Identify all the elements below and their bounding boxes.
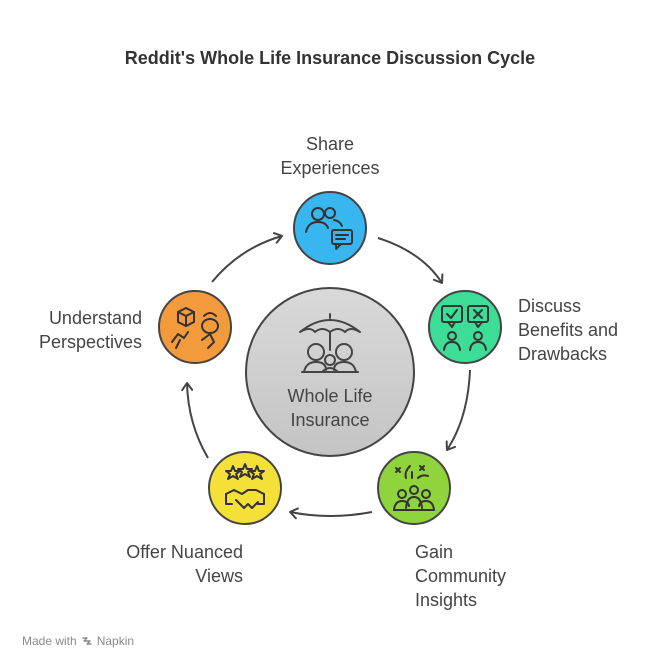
center-label: Whole Life Insurance [287, 386, 373, 430]
label-offer-views: Offer Nuanced Views [126, 542, 243, 586]
node-discuss [428, 290, 502, 364]
node-offer-views [208, 451, 282, 525]
node-understand-perspectives [158, 290, 232, 364]
napkin-logo-icon [82, 637, 92, 645]
arrow-gain-to-offer [289, 507, 373, 520]
node-share-experiences [293, 191, 367, 265]
label-discuss: Discuss Benefits and Drawbacks [518, 296, 619, 364]
arrow-discuss-to-gain [445, 369, 471, 451]
label-share-experiences: Share Experiences [280, 134, 380, 178]
label-understand-perspectives: Understand Perspectives [38, 308, 142, 352]
perspective-heads-icon [171, 307, 219, 349]
people-chat-icon [305, 207, 353, 250]
made-with-text: Made with [22, 634, 77, 648]
node-gain-insights [377, 451, 451, 525]
community-insight-icon [393, 465, 435, 511]
arrow-offer-to-understand [181, 382, 209, 459]
footer: Made with Napkin [22, 634, 134, 648]
center-node [245, 287, 415, 457]
napkin-brand[interactable]: Napkin [96, 634, 135, 648]
arrow-understand-to-share [211, 232, 283, 283]
arrow-share-to-discuss [377, 237, 444, 284]
umbrella-family-icon [299, 313, 361, 373]
label-gain-insights: Gain Community Insights [415, 542, 507, 610]
pros-cons-icon [441, 305, 489, 351]
stars-handshake-icon [225, 463, 265, 509]
page-title: Reddit's Whole Life Insurance Discussion… [124, 48, 536, 68]
